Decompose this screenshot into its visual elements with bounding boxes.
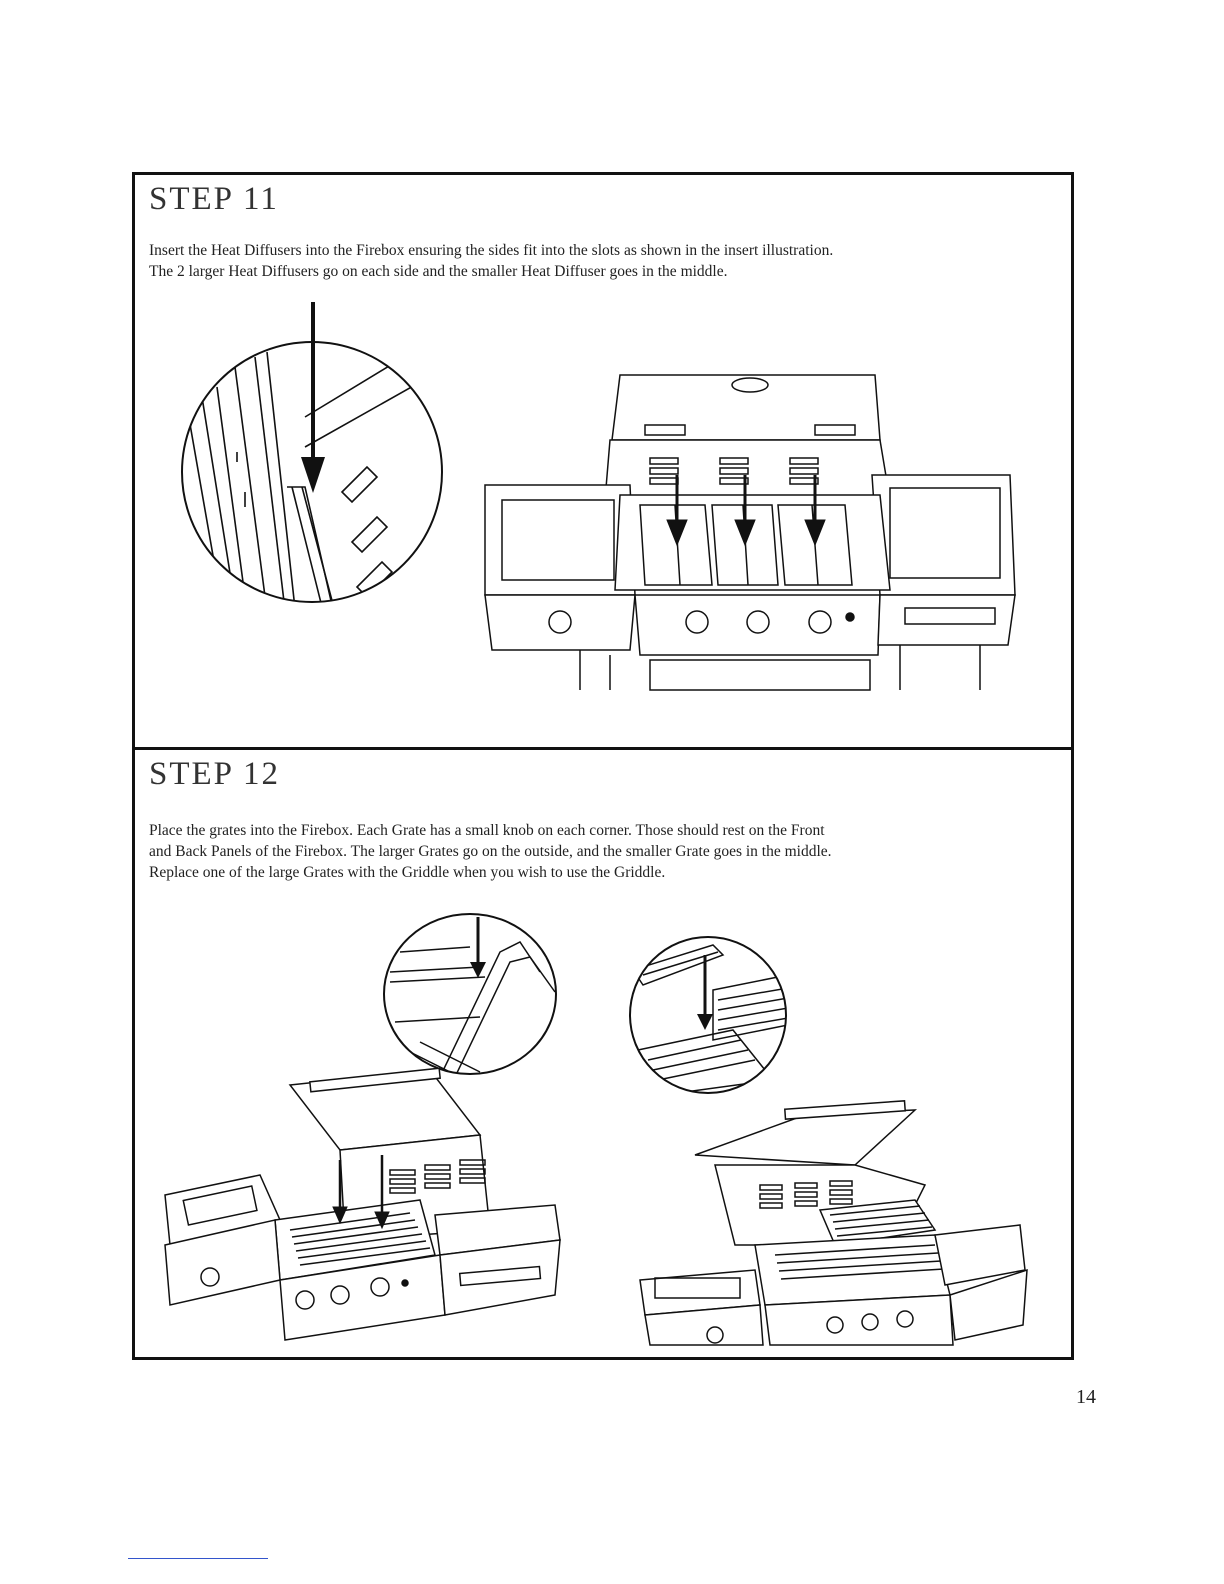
- step-12-instructions: Place the grates into the Firebox. Each …: [149, 820, 1059, 883]
- step-11-section: STEP 11 Insert the Heat Diffusers into t…: [135, 175, 1071, 750]
- grate-knob-detail-right-illustration: [623, 930, 793, 1095]
- page-number: 14: [1076, 1386, 1096, 1408]
- step-12-section: STEP 12 Place the grates into the Firebo…: [135, 750, 1071, 1357]
- grill-with-griddle-illustration: [635, 1095, 1035, 1345]
- instruction-frame: STEP 11 Insert the Heat Diffusers into t…: [132, 172, 1074, 1360]
- step-11-line-2: The 2 larger Heat Diffusers go on each s…: [149, 263, 728, 280]
- step-12-line-1: Place the grates into the Firebox. Each …: [149, 822, 825, 839]
- step-12-line-2: and Back Panels of the Firebox. The larg…: [149, 843, 832, 860]
- step-11-title: STEP 11: [149, 181, 279, 217]
- grate-knob-detail-left-illustration: [380, 912, 560, 1077]
- step-11-line-1: Insert the Heat Diffusers into the Fireb…: [149, 242, 834, 259]
- footer-rule: [128, 1558, 268, 1559]
- grill-heat-diffuser-illustration: [480, 370, 1025, 730]
- step-12-line-3: Replace one of the large Grates with the…: [149, 864, 666, 881]
- step-11-instructions: Insert the Heat Diffusers into the Fireb…: [149, 240, 1059, 282]
- step-12-title: STEP 12: [149, 756, 281, 792]
- diffuser-slot-detail-illustration: [177, 297, 447, 647]
- grill-with-grates-illustration: [160, 1055, 570, 1345]
